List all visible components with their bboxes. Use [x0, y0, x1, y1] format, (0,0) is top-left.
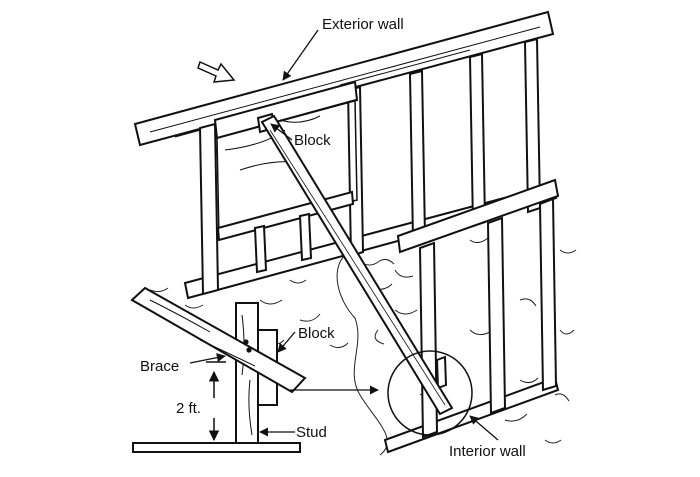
interior-stud-2	[486, 216, 507, 415]
exterior-top-plate	[133, 10, 555, 147]
exterior-stud-4	[468, 52, 487, 228]
label-height: 2 ft.	[176, 400, 201, 417]
dimension-marker	[206, 361, 226, 442]
exterior-header	[213, 80, 359, 140]
detail-view	[130, 286, 307, 453]
leader-block-top	[270, 123, 293, 141]
detail-magnifier-circle	[387, 350, 473, 436]
exterior-stud-1	[198, 122, 220, 296]
leader-exterior-wall	[282, 29, 319, 81]
arrow-indicator	[197, 60, 236, 83]
diagonal-brace	[260, 114, 454, 416]
detail-brace	[130, 286, 307, 394]
detail-stud	[235, 302, 259, 444]
label-block-detail: Block	[298, 325, 335, 342]
label-interior-wall: Interior wall	[449, 443, 526, 460]
interior-stud-3	[538, 197, 558, 392]
leader-block-detail	[277, 331, 296, 353]
interior-stud-1	[418, 241, 439, 439]
leader-brace	[189, 353, 226, 364]
leader-lines	[189, 29, 499, 441]
label-block-top: Block	[294, 132, 331, 149]
interior-top-plate	[396, 178, 560, 254]
label-stud: Stud	[296, 424, 327, 441]
interior-block	[435, 355, 448, 390]
label-exterior-wall: Exterior wall	[322, 16, 404, 33]
interior-wall	[383, 178, 560, 454]
detail-plate	[132, 442, 301, 453]
exterior-stud-3	[408, 69, 427, 242]
leader-interior-wall	[469, 415, 499, 441]
label-brace: Brace	[140, 358, 179, 375]
